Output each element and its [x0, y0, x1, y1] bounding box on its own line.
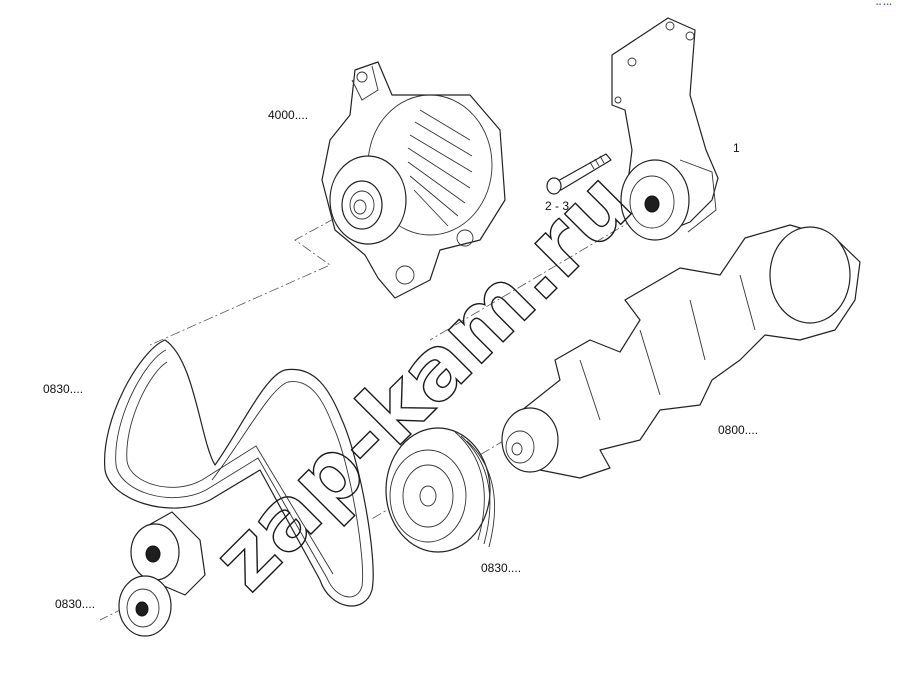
tensioner-pulley-center: [644, 195, 660, 213]
alternator-mount-hole: [356, 71, 368, 83]
bracket-hole-3: [685, 31, 695, 41]
tensioner-pulley-side: [679, 159, 717, 233]
idler-lower-rim: [126, 588, 160, 628]
crankshaft-flange: [769, 226, 851, 324]
alternator-shaft: [353, 199, 367, 215]
tensioner-pulley-rim: [629, 175, 675, 229]
alternator-axis-line: [149, 209, 351, 346]
crank-pulley-grooves: [454, 431, 495, 548]
alternator-mount-ear: [351, 65, 379, 101]
crankshaft-webs: [579, 274, 756, 421]
alternator-lower-hole: [395, 265, 415, 285]
crank-pulley-hub: [419, 485, 437, 507]
callout-crankshaft: 0800....: [718, 423, 759, 437]
crankshaft-nose: [505, 430, 535, 464]
callout-bolt: 2 - 3: [545, 199, 570, 213]
corner-mark: •• •••: [875, 2, 892, 8]
bracket-hole-1: [627, 57, 637, 67]
bolt: [546, 153, 612, 195]
bolt-thread: [589, 155, 605, 170]
alternator-side-hole: [456, 229, 474, 247]
belt-outline: [104, 339, 374, 607]
bolt-head: [546, 177, 562, 195]
alternator-pulley: [341, 180, 383, 230]
crank-pulley-face: [389, 449, 467, 543]
poly-v-belt: [104, 339, 374, 607]
crankshaft: [501, 224, 861, 479]
tensioner-assembly: [611, 17, 719, 241]
alternator: [321, 61, 506, 299]
crankshaft-front-journal: [501, 407, 559, 473]
alternator-pulley-hub: [349, 190, 375, 220]
callout-alternator: 4000....: [268, 108, 309, 122]
crank-pulley-outer: [385, 427, 491, 553]
crank-pulley: [385, 427, 495, 553]
alternator-cooling-fins: [407, 109, 473, 227]
idler-tensioner: [118, 511, 206, 637]
tensioner-axis-line: [429, 209, 651, 341]
belt-rib-1: [115, 349, 364, 598]
idler-upper-center: [145, 545, 161, 563]
callout-crank-pulley: 0830....: [481, 561, 522, 575]
crankshaft-nose-hole: [511, 442, 523, 456]
callout-idler: 0830....: [55, 597, 96, 611]
idler-lower-center: [135, 601, 149, 617]
crank-pulley-inner-ring: [402, 464, 454, 528]
callout-tensioner: 1: [733, 141, 740, 155]
belt-rib-2: [126, 361, 334, 575]
bracket-hole-2: [665, 21, 675, 31]
callout-belt: 0830....: [43, 382, 84, 396]
bracket-hole-4: [614, 96, 622, 104]
